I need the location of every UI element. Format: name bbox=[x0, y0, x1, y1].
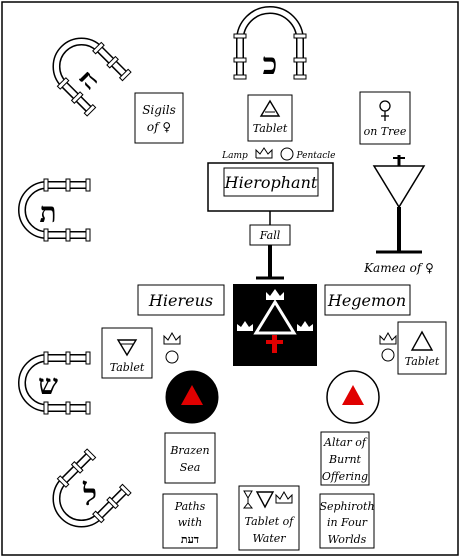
crown-icon bbox=[275, 490, 293, 504]
central-triangle-icon bbox=[253, 299, 297, 335]
venus-tree-label: on Tree bbox=[364, 125, 407, 138]
hierophant-inner-box bbox=[223, 167, 319, 197]
crown-icon bbox=[237, 321, 253, 331]
left-red-triangle-icon bbox=[181, 385, 203, 405]
venus-icon bbox=[379, 100, 391, 121]
hebrew-letter-left-lower: ש bbox=[38, 368, 58, 401]
sephiroth-label-2: in Four bbox=[327, 516, 368, 529]
arch-top: כ bbox=[233, 6, 307, 82]
hebrew-letter-bottom-left: ל bbox=[82, 478, 97, 513]
sephiroth-label-3: Worlds bbox=[328, 533, 367, 546]
altar-burnt-box bbox=[320, 431, 370, 486]
arch-left-lower bbox=[18, 351, 91, 415]
crown-icon bbox=[266, 289, 284, 300]
pentacle-circle-icon bbox=[381, 348, 395, 362]
paths-box bbox=[162, 493, 218, 549]
sigils-label-1: Sigils bbox=[142, 103, 176, 117]
right-red-triangle-icon bbox=[342, 385, 364, 405]
pentacle-circle-icon bbox=[165, 350, 179, 364]
kamea-label: Kamea of ♀ bbox=[363, 261, 434, 275]
paths-label-1: Paths bbox=[174, 500, 206, 513]
pentacle-circle-icon bbox=[280, 147, 294, 161]
fire-triangle-icon bbox=[259, 99, 281, 117]
brazen-label-1: Brazen bbox=[169, 444, 209, 457]
hiereus-label: Hiereus bbox=[148, 291, 213, 310]
top-tablet-box bbox=[247, 94, 293, 142]
hebrew-letter-top: כ bbox=[263, 47, 278, 82]
central-altar bbox=[233, 284, 317, 366]
left-tablet-label: Tablet bbox=[110, 361, 145, 374]
crown-icon bbox=[163, 331, 181, 345]
venus-cup-icon bbox=[372, 165, 426, 209]
left-tablet-box bbox=[101, 327, 153, 379]
crown-icon bbox=[379, 331, 397, 345]
paths-label-3: דעת bbox=[181, 533, 199, 546]
brazen-label-2: Sea bbox=[180, 461, 201, 474]
lamp-label: Lamp bbox=[221, 151, 248, 161]
sigils-box bbox=[134, 92, 184, 144]
paths-label-2: with bbox=[178, 516, 202, 529]
top-tablet-label: Tablet bbox=[253, 122, 288, 135]
hebrew-letter-upper-left: ה bbox=[72, 64, 104, 96]
fall-label: Fall bbox=[259, 229, 281, 242]
arch-left-middle bbox=[18, 178, 91, 242]
pentacle-label: Pentacle bbox=[295, 151, 335, 161]
water-triangle-icon bbox=[255, 491, 275, 509]
hebrew-letter-left-middle: ת bbox=[39, 196, 56, 229]
altar-label-3: Offering bbox=[322, 470, 368, 483]
lamp-crown-icon bbox=[255, 147, 273, 159]
altar-label-1: Altar of bbox=[323, 436, 368, 449]
hegemon-box bbox=[324, 284, 411, 316]
cup-icon bbox=[242, 490, 254, 509]
altar-label-2: Burnt bbox=[328, 453, 362, 466]
water-triangle-icon bbox=[116, 339, 138, 357]
arch-upper-left bbox=[52, 37, 132, 117]
sigils-label-2: of ♀ bbox=[147, 120, 171, 134]
hegemon-label: Hegemon bbox=[327, 291, 406, 310]
sephiroth-box bbox=[319, 493, 375, 549]
water-tablet-label-1: Tablet of bbox=[245, 515, 296, 528]
sephiroth-label-1: Sephiroth bbox=[319, 500, 374, 513]
arch-bottom-left bbox=[52, 448, 132, 528]
water-tablet-label-2: Water bbox=[252, 532, 286, 545]
right-tablet-label: Tablet bbox=[405, 355, 440, 368]
fire-triangle-icon bbox=[410, 330, 434, 351]
brazen-sea-box bbox=[164, 432, 216, 484]
crown-icon bbox=[297, 321, 313, 331]
hiereus-box bbox=[137, 284, 225, 316]
hierophant-label: Hierophant bbox=[224, 173, 318, 192]
